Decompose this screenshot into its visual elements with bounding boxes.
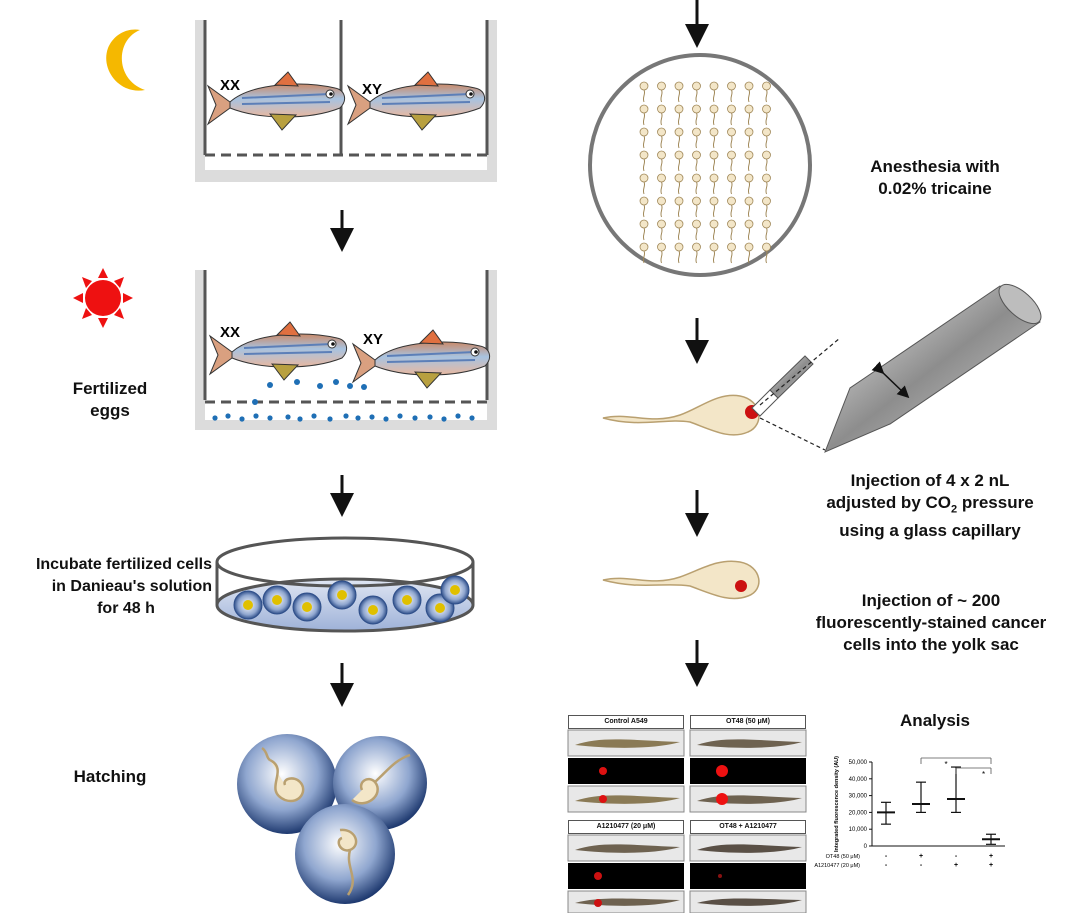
factor-value: + — [989, 862, 993, 869]
label-line: for 48 h — [97, 600, 155, 617]
label-line: Incubate fertilized cells — [35, 556, 212, 573]
capillary-needle-zoom — [824, 283, 1042, 453]
label-incubate: Incubate fertilized cells in Danieau's s… — [0, 554, 212, 620]
label-analysis: Analysis — [900, 711, 970, 730]
factor-value: + — [989, 853, 993, 860]
factor-row-label: OT48 (50 μM) — [826, 854, 861, 860]
embryo-eggs — [233, 575, 470, 625]
larva-injection — [602, 394, 760, 436]
factor-value: - — [885, 853, 888, 860]
label-line: Anesthesia with — [870, 157, 1000, 176]
hatching-eggs — [237, 734, 427, 904]
label-line: Injection of 4 x 2 nL — [850, 471, 1010, 490]
falling-eggs — [252, 379, 367, 405]
label-line: eggs — [90, 401, 130, 420]
factor-value: - — [955, 853, 958, 860]
petri-dish — [215, 536, 475, 633]
larva-injected — [602, 560, 760, 600]
breeding-tank-day — [195, 270, 497, 430]
panel-title-control: Control A549 — [568, 715, 684, 729]
panel-title-combo: OT48 + A1210477 — [690, 820, 806, 834]
label-line: fluorescently-stained cancer — [815, 613, 1047, 632]
y-tick-label: 10,000 — [849, 827, 868, 833]
label-xy-bottom: XY — [363, 331, 383, 348]
factor-value: - — [920, 862, 923, 869]
label-xy-top: XY — [362, 81, 382, 98]
label-xx-top: XX — [220, 77, 240, 94]
breeding-tank-night — [195, 20, 497, 182]
label-subscript: 2 — [951, 503, 958, 516]
label-line: Fertilized — [72, 379, 148, 398]
factor-value: + — [919, 853, 923, 860]
label-line: in Danieau's solution — [51, 578, 212, 595]
factor-value: + — [954, 862, 958, 869]
y-tick-label: 40,000 — [849, 777, 868, 783]
y-axis-label: Integrated fluorescence density (AU) — [834, 756, 840, 852]
y-tick-label: 20,000 — [849, 810, 868, 816]
microscopy-panels — [567, 729, 807, 913]
factor-value: - — [885, 862, 888, 869]
zoom-line — [759, 337, 841, 406]
panel-title-a1210477: A1210477 (20 μM) — [568, 820, 684, 834]
label-line: 0.02% tricaine — [878, 179, 992, 198]
label-injection-cells: Injection of ~ 200 fluorescently-stained… — [800, 590, 1062, 656]
fluorescence-chart: 0 10,000 20,000 30,000 40,000 50,000 Integrate… — [814, 756, 1005, 869]
label-injection-volume: Injection of 4 x 2 nL adjusted by CO2 pr… — [805, 470, 1055, 542]
factor-row-label: A1210477 (20 μM) — [814, 863, 860, 869]
label-xx-bottom: XX — [220, 324, 240, 341]
label-line: Injection of ~ 200 — [861, 591, 1001, 610]
larvae-plate — [588, 53, 812, 277]
significance-label: * — [982, 770, 985, 779]
zoom-line — [759, 417, 826, 451]
y-tick-label: 30,000 — [849, 794, 868, 800]
significance-label: * — [944, 760, 947, 769]
sun-icon — [73, 268, 133, 328]
label-line: cells into the yolk sac — [843, 635, 1019, 654]
panel-title-ot48: OT48 (50 μM) — [690, 715, 806, 729]
label-text: adjusted by CO — [826, 493, 951, 512]
y-tick-label: 0 — [864, 844, 868, 850]
egg-layer — [212, 413, 475, 422]
label-fertilized-eggs: Fertilized eggs — [40, 378, 180, 422]
capillary-needle-small — [751, 355, 814, 417]
label-anesthesia: Anesthesia with 0.02% tricaine — [850, 156, 1020, 200]
label-hatching: Hatching — [73, 767, 147, 786]
label-text: pressure — [957, 493, 1034, 512]
label-line: using a glass capillary — [839, 521, 1021, 541]
y-tick-label: 50,000 — [849, 760, 868, 766]
label-line: adjusted by CO2 pressure — [805, 492, 1055, 520]
moon-icon — [106, 29, 145, 91]
